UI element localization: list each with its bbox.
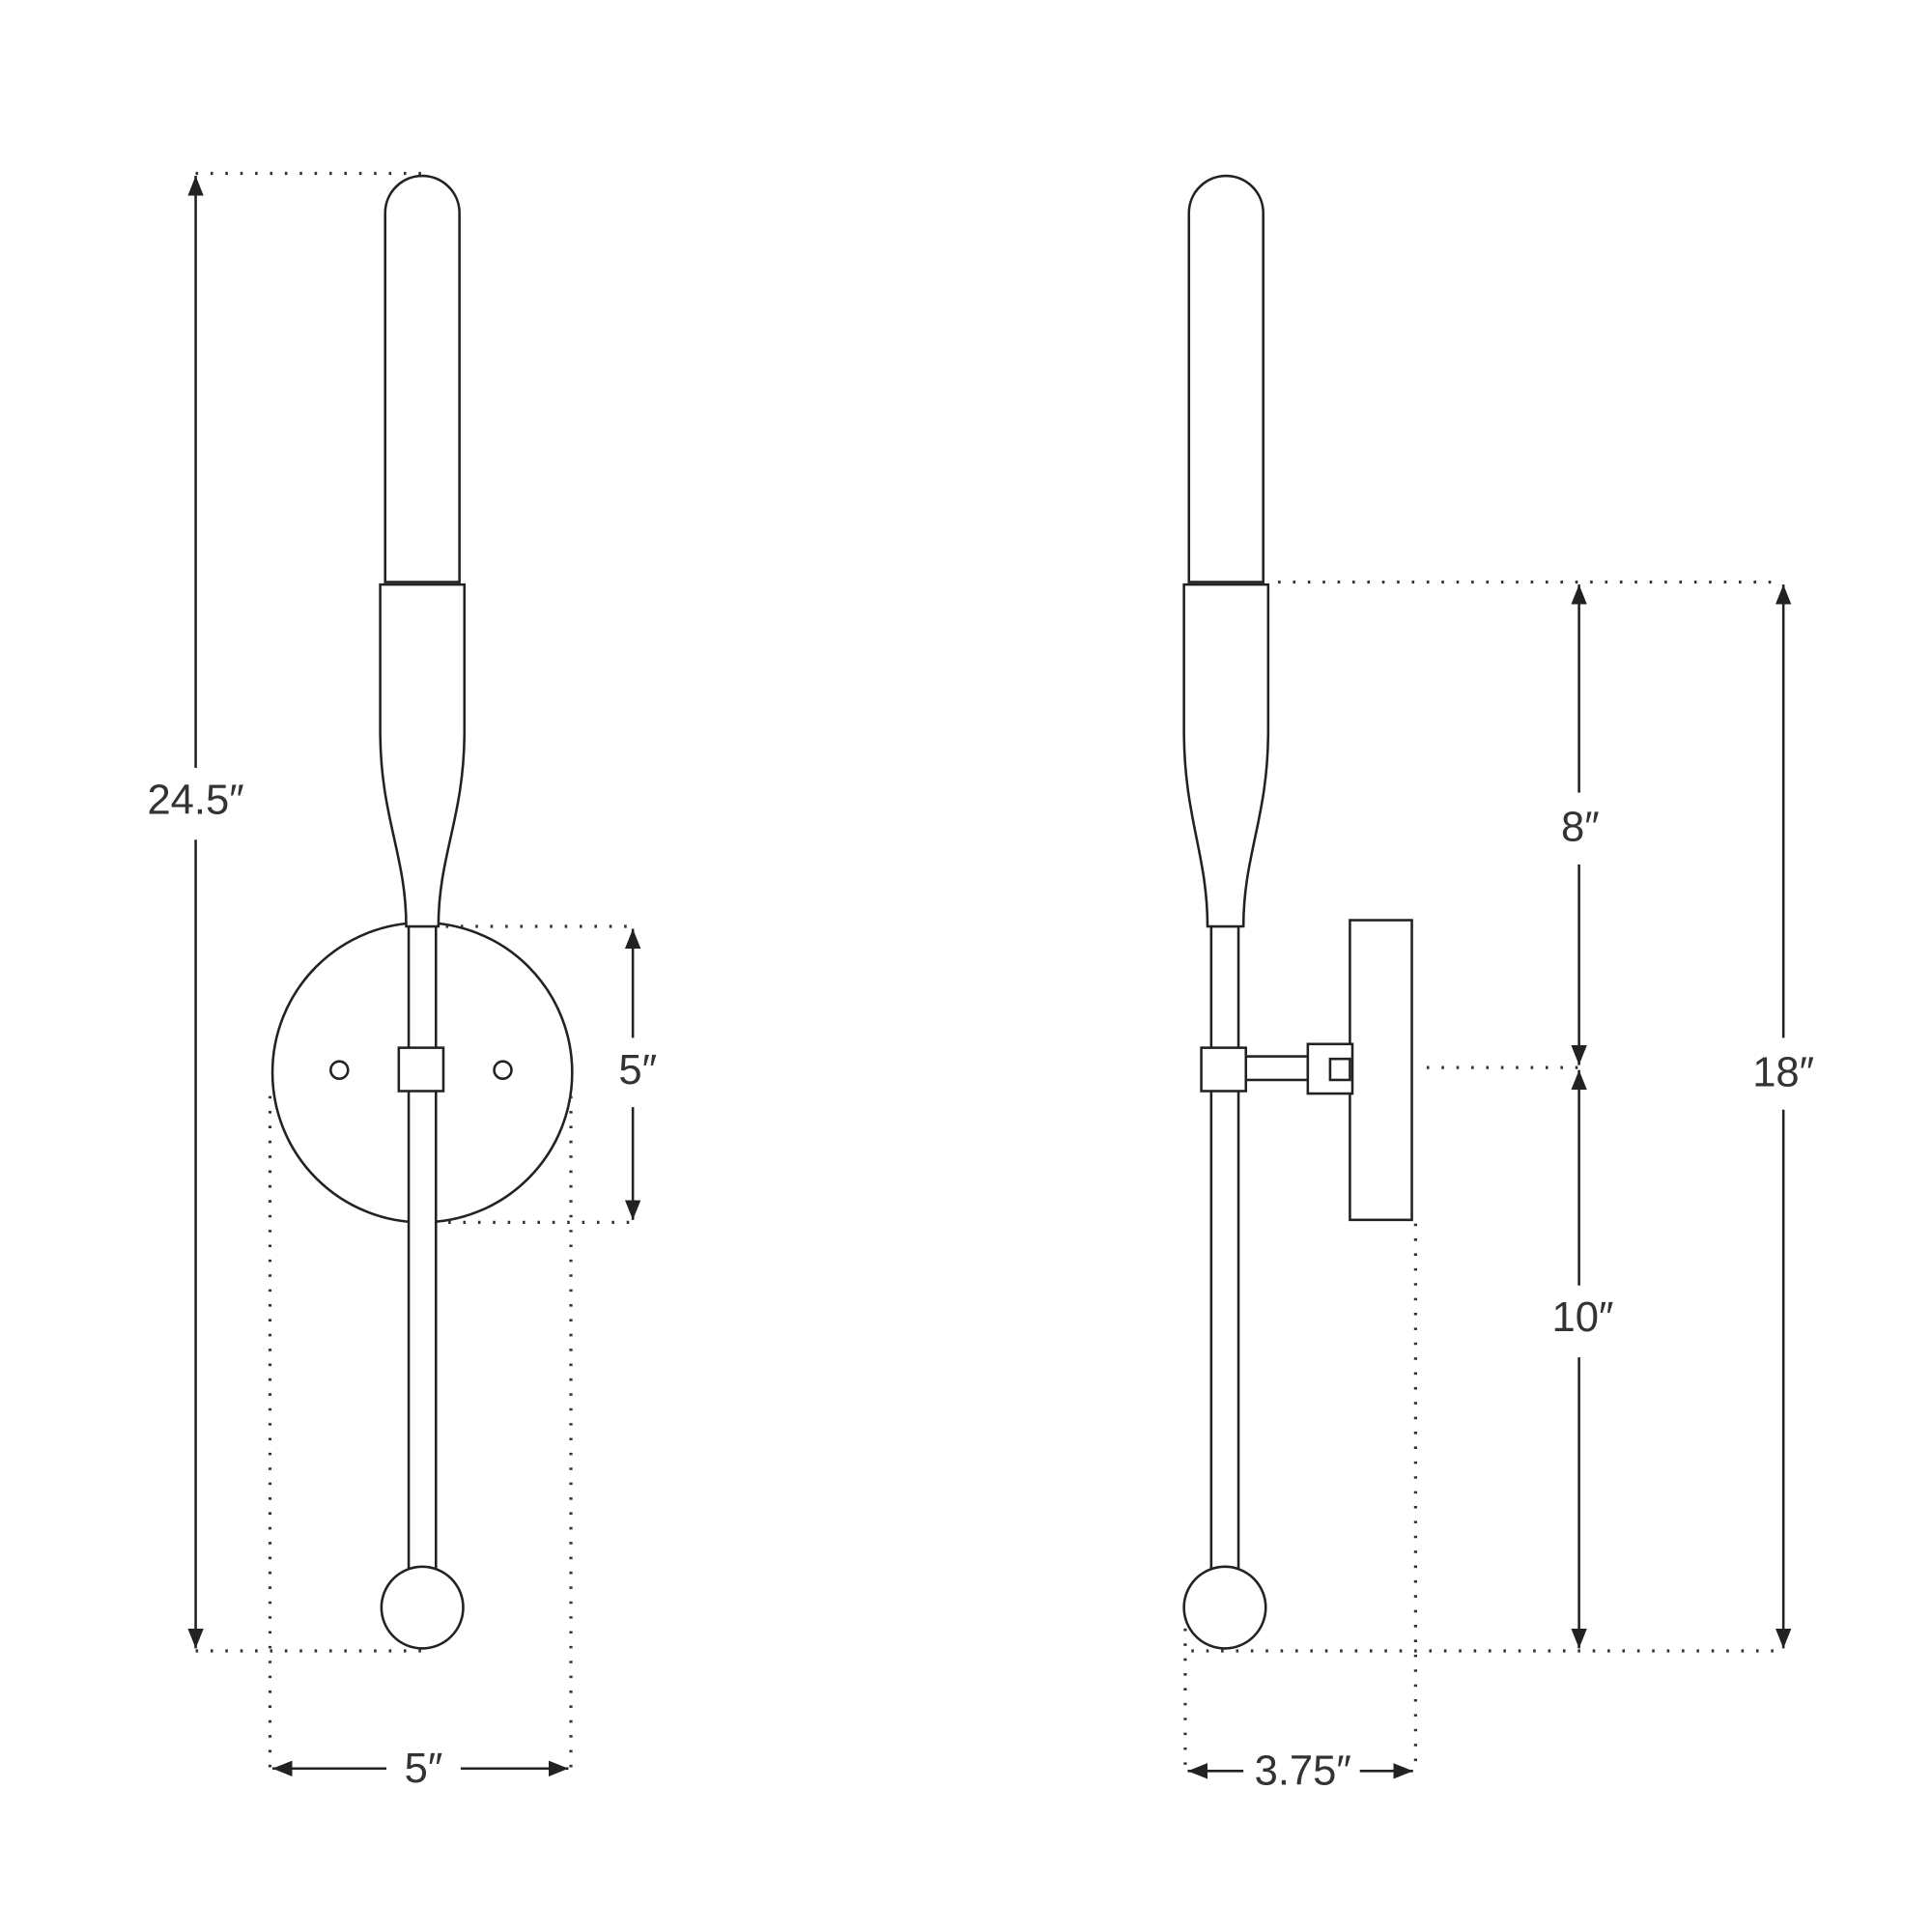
arm <box>1244 1055 1310 1082</box>
end-ball <box>380 1565 465 1650</box>
side-connector-cube <box>1200 1046 1248 1093</box>
backplate-height-label: 5″ <box>618 1047 657 1094</box>
side-dimensions: 8″ 10″ 18″ 3.75″ <box>1183 580 1814 1794</box>
connector-cube <box>397 1046 445 1093</box>
center-to-bottom-label: 10″ <box>1552 1294 1614 1341</box>
top-to-center-label: 8″ <box>1561 804 1600 850</box>
side-end-ball <box>1182 1565 1267 1650</box>
body-height-label: 18″ <box>1752 1049 1814 1095</box>
backplate-width-label: 5″ <box>405 1746 443 1792</box>
stem <box>407 924 438 1572</box>
side-glass-tube <box>1187 174 1264 583</box>
front-dimensions: 24.5″ 5″ 5″ <box>147 171 657 1792</box>
mount-block-inner <box>1328 1057 1351 1082</box>
glass-tube <box>384 174 461 583</box>
side-backplate <box>1349 919 1413 1222</box>
mounting-hole <box>493 1060 513 1080</box>
mounting-hole <box>329 1060 350 1080</box>
overall-height-label: 24.5″ <box>147 777 243 823</box>
lamp-body <box>379 582 467 928</box>
extension-label: 3.75″ <box>1255 1747 1351 1794</box>
front-view <box>270 174 574 1650</box>
side-lamp-body <box>1182 582 1270 928</box>
side-stem <box>1209 924 1240 1572</box>
side-view <box>1182 174 1413 1650</box>
